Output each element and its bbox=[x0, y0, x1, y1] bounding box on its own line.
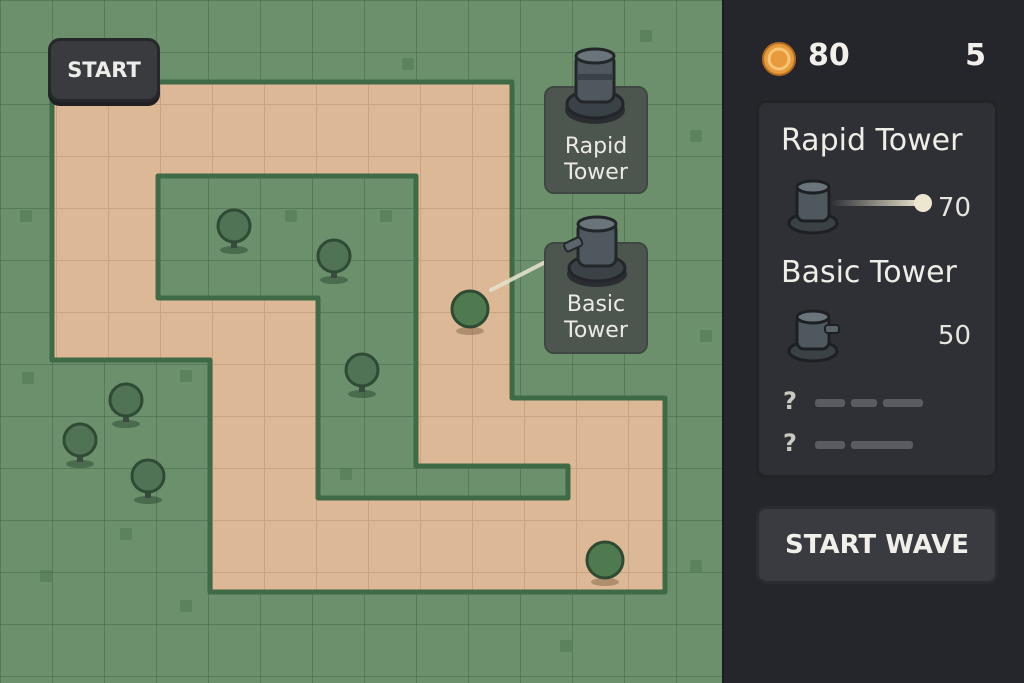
basic-tower-icon[interactable] bbox=[785, 307, 849, 365]
grass-speck bbox=[40, 570, 52, 582]
tree-icon bbox=[108, 382, 144, 428]
side-panel: 80 5 Rapid Tower 70 Basic Tower bbox=[722, 0, 1024, 683]
placeholder-dash bbox=[851, 399, 877, 407]
tree-icon bbox=[344, 352, 380, 398]
basic-tower-label-line2: Tower bbox=[564, 318, 628, 343]
locked-question-mark: ? bbox=[783, 429, 797, 457]
grass-speck bbox=[285, 210, 297, 222]
gold-coin-icon bbox=[762, 42, 796, 76]
grass-speck bbox=[180, 600, 192, 612]
placeholder-dash bbox=[883, 399, 923, 407]
grass-speck bbox=[402, 58, 414, 70]
lives-counter: 5 bbox=[965, 38, 986, 73]
shop-item-cost: 70 bbox=[937, 193, 971, 223]
tree-icon bbox=[316, 238, 352, 284]
enemy-path bbox=[49, 79, 668, 595]
locked-shop-slot: ? bbox=[783, 387, 923, 415]
grass-speck bbox=[120, 528, 132, 540]
grass-speck bbox=[640, 30, 652, 42]
rapid-tower-label-line1: Rapid bbox=[564, 134, 628, 159]
enemy-creep-icon bbox=[585, 540, 625, 586]
shop-item-name[interactable]: Basic Tower bbox=[781, 255, 957, 290]
tree-icon bbox=[62, 422, 98, 468]
locked-question-mark: ? bbox=[783, 387, 797, 415]
tree-icon bbox=[130, 458, 166, 504]
basic-tower-label-line1: Basic bbox=[566, 292, 626, 317]
grass-speck bbox=[20, 210, 32, 222]
rapid-tower-icon bbox=[565, 47, 625, 124]
start-wave-button[interactable]: START WAVE bbox=[756, 506, 998, 584]
grass-speck bbox=[690, 130, 702, 142]
grass-speck bbox=[340, 468, 352, 480]
rapid-fire-shot-icon bbox=[831, 194, 932, 212]
tree-icon bbox=[216, 208, 252, 254]
gold-counter: 80 bbox=[808, 38, 850, 73]
grass-speck bbox=[700, 330, 712, 342]
rapid-tower-label-line2: Tower bbox=[564, 160, 628, 185]
enemy-creep-icon bbox=[450, 289, 490, 335]
shop-item-cost: 50 bbox=[937, 321, 971, 351]
grass-speck bbox=[380, 210, 392, 222]
grass-speck bbox=[22, 372, 34, 384]
placeholder-dash bbox=[815, 399, 845, 407]
rapid-tower-icon[interactable] bbox=[785, 177, 845, 237]
grass-speck bbox=[560, 640, 572, 652]
shop-item-name[interactable]: Rapid Tower bbox=[781, 123, 963, 158]
tower-shop: Rapid Tower 70 Basic Tower 50 bbox=[756, 100, 998, 478]
grass-speck bbox=[690, 560, 702, 572]
placeholder-dash bbox=[815, 441, 845, 449]
game-map[interactable]: START Ra bbox=[0, 0, 722, 683]
placeholder-dash bbox=[851, 441, 913, 449]
start-marker-button[interactable]: START bbox=[48, 38, 160, 102]
basic-tower-icon bbox=[563, 215, 627, 287]
grass-speck bbox=[180, 370, 192, 382]
locked-shop-slot: ? bbox=[783, 429, 913, 457]
